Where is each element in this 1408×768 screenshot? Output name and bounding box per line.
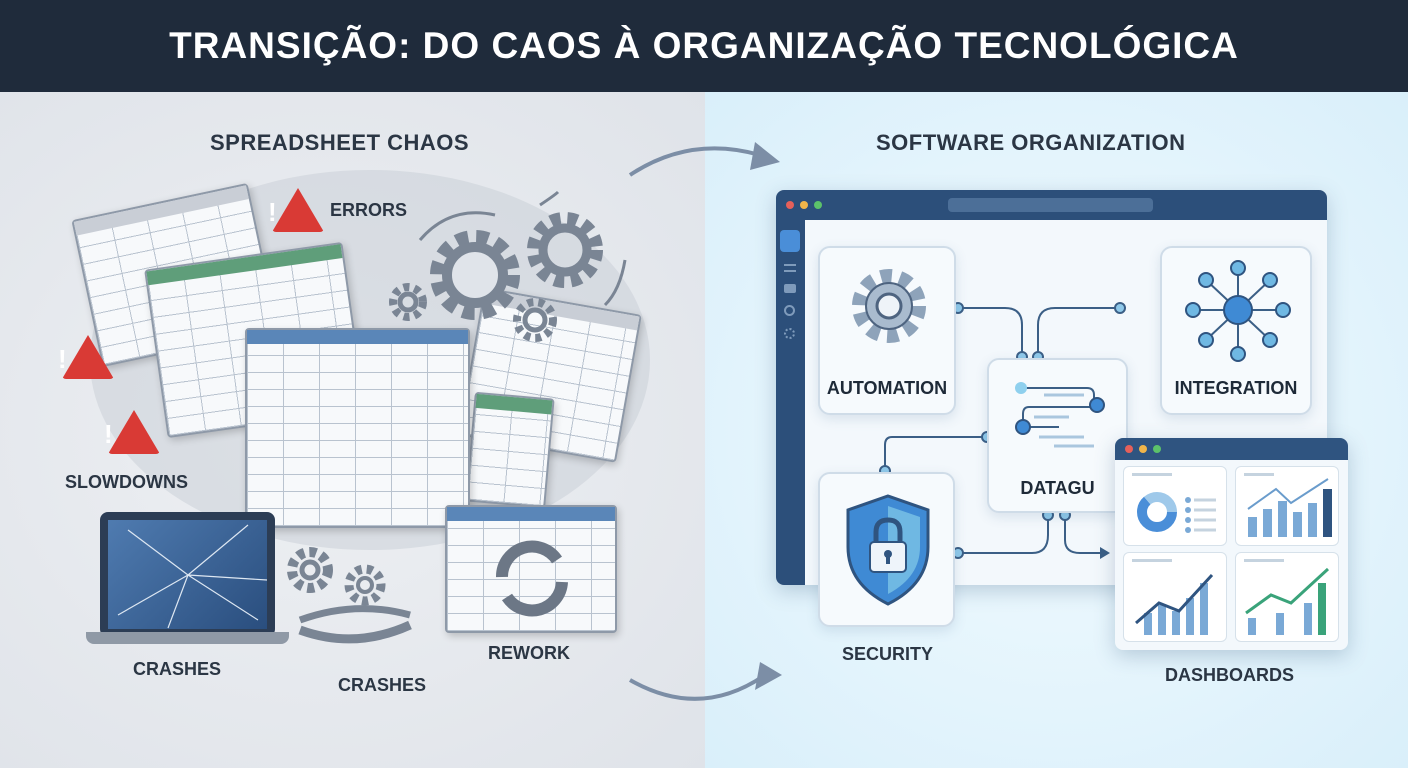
sidebar-folder-icon[interactable] <box>784 284 796 293</box>
spreadsheet-icon <box>465 391 555 509</box>
growth-chart-panel <box>1235 552 1339 642</box>
address-bar[interactable] <box>948 198 1153 212</box>
sidebar <box>776 220 805 585</box>
warning-icon: ! <box>268 188 324 232</box>
bar-chart-panel <box>1235 466 1339 546</box>
automation-card[interactable]: AUTOMATION <box>818 246 956 415</box>
minimize-dot[interactable] <box>800 201 808 209</box>
gear-icon <box>389 283 427 321</box>
errors-label: ERRORS <box>330 200 408 220</box>
integration-label: INTEGRATION <box>1174 378 1298 398</box>
sync-gears-icon <box>287 547 412 644</box>
chaos-heading: SPREADSHEET CHAOS <box>210 130 470 155</box>
close-dot[interactable] <box>786 201 794 209</box>
broken-laptop-icon <box>100 512 275 637</box>
laptop-base <box>86 632 289 644</box>
datagu-card[interactable]: DATAGU <box>987 358 1128 513</box>
gear-icon <box>527 212 603 288</box>
dashboard-window[interactable] <box>1115 438 1348 650</box>
page-title: TRANSIÇÃO: DO CAOS À ORGANIZAÇÃO TECNOLÓ… <box>169 25 1239 66</box>
datagu-label: DATAGU <box>1020 478 1095 498</box>
network-hub-icon <box>1185 260 1291 362</box>
crashes-gears-label: CRASHES <box>338 675 427 695</box>
gears-icon <box>389 190 627 342</box>
security-card[interactable] <box>818 472 955 627</box>
data-flow-icon <box>1015 382 1105 448</box>
gear-icon <box>513 298 557 342</box>
gear-icon <box>852 269 926 343</box>
dashboards-label: DASHBOARDS <box>1165 665 1295 685</box>
crashes-label: CRASHES <box>133 659 222 679</box>
security-label: SECURITY <box>842 644 934 664</box>
transition-arrows <box>628 142 782 701</box>
sidebar-home-icon[interactable] <box>780 230 800 252</box>
warning-icon: ! <box>58 335 114 379</box>
integration-card[interactable]: INTEGRATION <box>1160 246 1312 415</box>
title-bar: TRANSIÇÃO: DO CAOS À ORGANIZAÇÃO TECNOLÓ… <box>0 0 1408 92</box>
line-chart-panel <box>1123 552 1227 642</box>
spreadsheet-main-icon <box>245 328 470 528</box>
rework-label: REWORK <box>488 643 570 663</box>
organization-heading: SOFTWARE ORGANIZATION <box>876 130 1186 155</box>
donut-chart-panel <box>1123 466 1227 546</box>
sidebar-user-icon[interactable] <box>784 305 795 316</box>
rework-window <box>445 505 617 633</box>
sidebar-settings-icon[interactable] <box>784 328 795 339</box>
refresh-icon <box>495 540 568 617</box>
sidebar-menu-icon[interactable] <box>784 264 796 272</box>
maximize-dot[interactable] <box>814 201 822 209</box>
slowdowns-label: SLOWDOWNS <box>65 472 188 492</box>
warning-icon: ! <box>104 410 160 454</box>
gear-icon <box>430 230 520 320</box>
shield-lock-icon <box>846 494 930 606</box>
automation-label: AUTOMATION <box>826 378 948 398</box>
